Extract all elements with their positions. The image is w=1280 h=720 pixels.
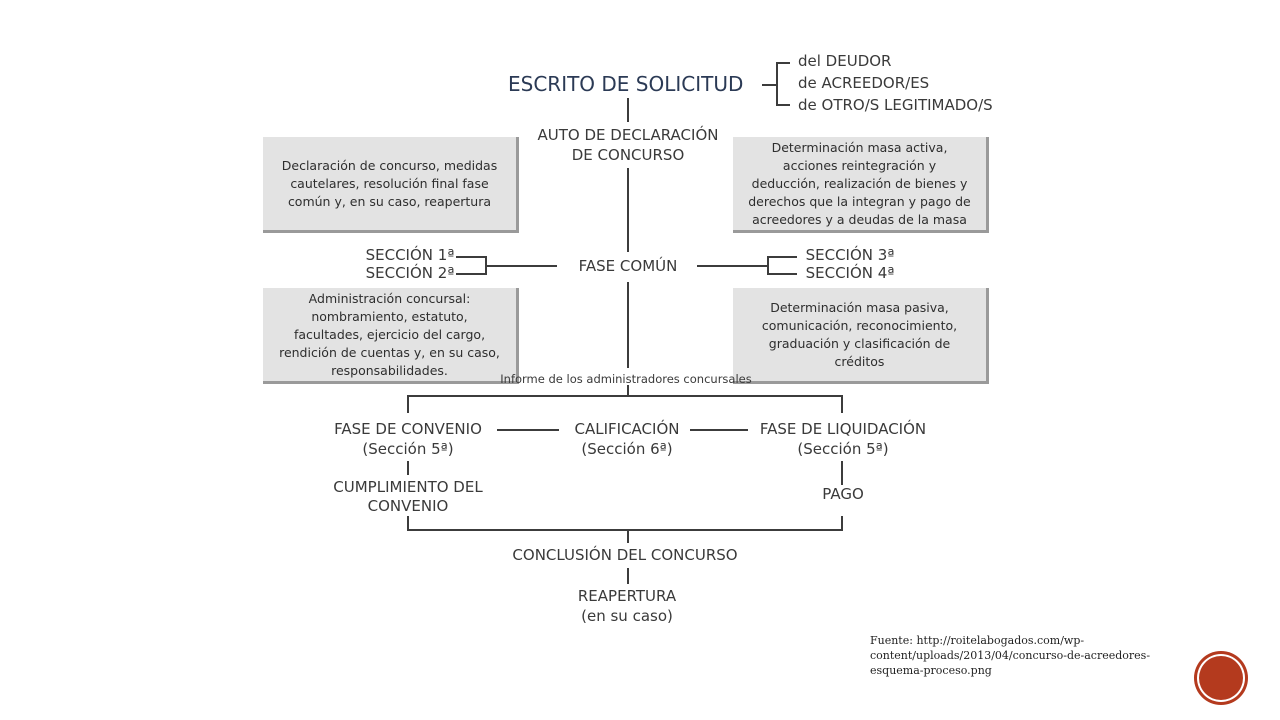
box-seccion-1: Declaración de concurso, medidas cautela… [263,137,519,233]
calificacion-seccion: (Sección 6ª) [581,440,673,458]
connector-auto-fase [627,168,629,252]
right-connector [697,265,767,267]
auto-line-1: AUTO DE DECLARACIÓN [537,126,719,144]
split-line [407,395,843,397]
connector-conclusion-reapertura [627,568,629,584]
box-seccion-1-text: Declaración de concurso, medidas cautela… [281,157,498,209]
seccion-3-label: SECCIÓN 3ª [805,246,895,264]
applicants-tick [776,104,790,106]
fase-convenio-seccion: (Sección 5ª) [362,440,454,458]
applicant-acreedores: de ACREEDOR/ES [798,74,930,92]
box-seccion-2-text: Administración concursal: nombramiento, … [279,290,500,378]
auto-line-2: DE CONCURSO [571,146,685,164]
left-bracket [485,256,487,275]
applicant-deudor: del DEUDOR [798,52,892,70]
diagram-title: ESCRITO DE SOLICITUD [508,72,744,96]
applicants-bracket [776,62,778,106]
left-connector [487,265,557,267]
reapertura-note: (en su caso) [581,607,673,625]
box-seccion-4-text: Determinación masa pasiva, comunicación,… [761,299,958,369]
box-seccion-2: Administración concursal: nombramiento, … [263,288,519,384]
connector-fase-informe [627,282,629,368]
split-right-drop [841,395,843,413]
fase-liquidacion-seccion: (Sección 5ª) [797,440,889,458]
connector-convenio-cumplimiento [407,461,409,475]
split-left-drop [407,395,409,413]
connector-informe [627,385,629,395]
calificacion: CALIFICACIÓN [574,420,680,438]
box-seccion-3: Determinación masa activa, acciones rein… [733,137,989,233]
connector-liquidacion-pago [841,461,843,485]
cumplimiento-line-2: CONVENIO [367,497,449,515]
seccion-2-label: SECCIÓN 2ª [365,264,455,282]
source-caption: Fuente: http://roitelabogados.com/wp-con… [870,634,1151,677]
applicant-otros: de OTRO/S LEGITIMADO/S [798,96,993,114]
pago: PAGO [822,485,864,503]
seccion-4-label: SECCIÓN 4ª [805,264,895,282]
merge-line [407,529,843,531]
right-bracket [767,273,797,275]
merge-left-drop [407,516,409,530]
connector-convenio-calificacion [497,429,559,431]
seccion-1-label: SECCIÓN 1ª [365,246,455,264]
left-bracket [456,273,486,275]
box-seccion-4: Determinación masa pasiva, comunicación,… [733,288,989,384]
decorative-circle [1197,654,1245,702]
fase-convenio: FASE DE CONVENIO [334,420,482,438]
right-bracket [767,256,769,275]
left-bracket [456,256,486,258]
connector-merge-conclusion [627,529,629,543]
fase-liquidacion: FASE DE LIQUIDACIÓN [759,420,927,438]
fase-comun: FASE COMÚN [578,257,678,275]
right-bracket [767,256,797,258]
conclusion: CONCLUSIÓN DEL CONCURSO [512,546,738,564]
merge-right-drop [841,516,843,530]
cumplimiento-line-1: CUMPLIMIENTO DEL [333,478,483,496]
informe-label: Informe de los administradores concursal… [500,372,752,386]
applicants-tick [776,62,790,64]
connector-title-auto [627,98,629,122]
applicants-connector [762,84,776,86]
connector-calificacion-liquidacion [690,429,748,431]
reapertura: REAPERTURA [577,587,677,605]
box-seccion-3-text: Determinación masa activa, acciones rein… [748,139,971,227]
